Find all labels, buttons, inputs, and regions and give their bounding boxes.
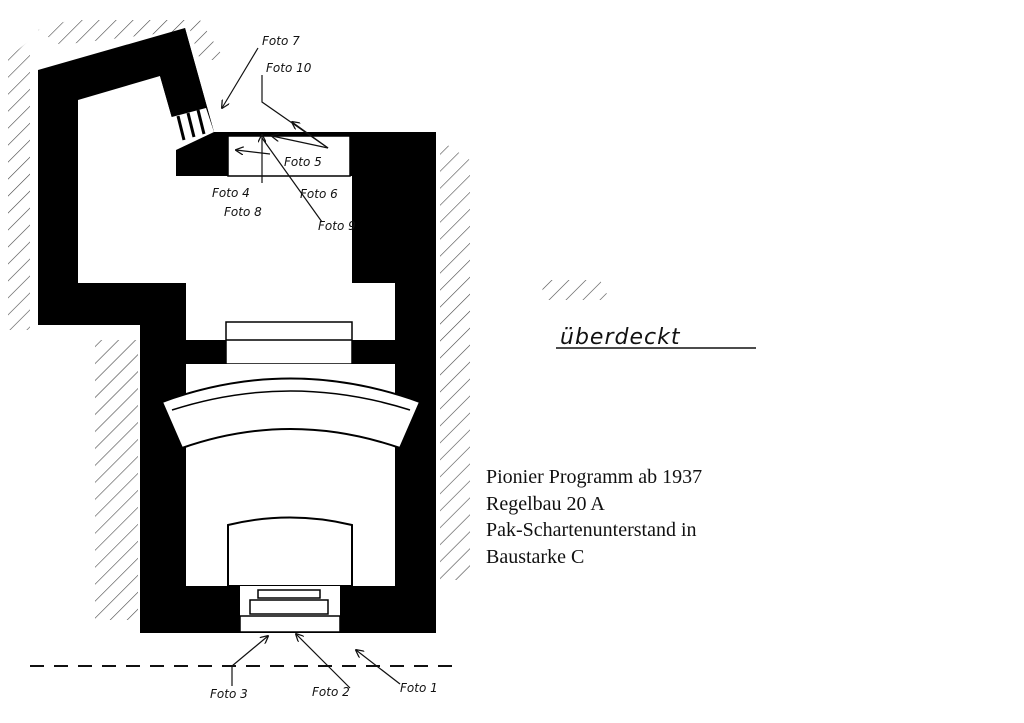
- label-foto-10: Foto 10: [266, 61, 312, 75]
- plan-caption: Pionier Programm ab 1937 Regelbau 20 A P…: [486, 464, 702, 570]
- label-foto-3: Foto 3: [210, 687, 248, 701]
- label-foto-2: Foto 2: [312, 685, 350, 699]
- photo-arrows: [222, 47, 401, 689]
- annotation-covered: überdeckt: [560, 325, 681, 350]
- label-foto-7: Foto 7: [262, 34, 300, 48]
- caption-line-2: Regelbau 20 A: [486, 492, 605, 515]
- label-foto-9: Foto 9: [318, 219, 356, 233]
- caption-line-4: Baustarke C: [486, 545, 585, 568]
- label-foto-4: Foto 4: [212, 186, 250, 200]
- label-foto-1: Foto 1: [400, 681, 438, 695]
- label-foto-6: Foto 6: [300, 187, 338, 201]
- caption-line-3: Pak-Schartenunterstand in: [486, 519, 697, 541]
- label-foto-5: Foto 5: [284, 155, 322, 169]
- label-foto-8: Foto 8: [224, 205, 262, 219]
- bunker-walls: [38, 28, 436, 633]
- caption-line-1: Pionier Programm ab 1937: [486, 466, 703, 488]
